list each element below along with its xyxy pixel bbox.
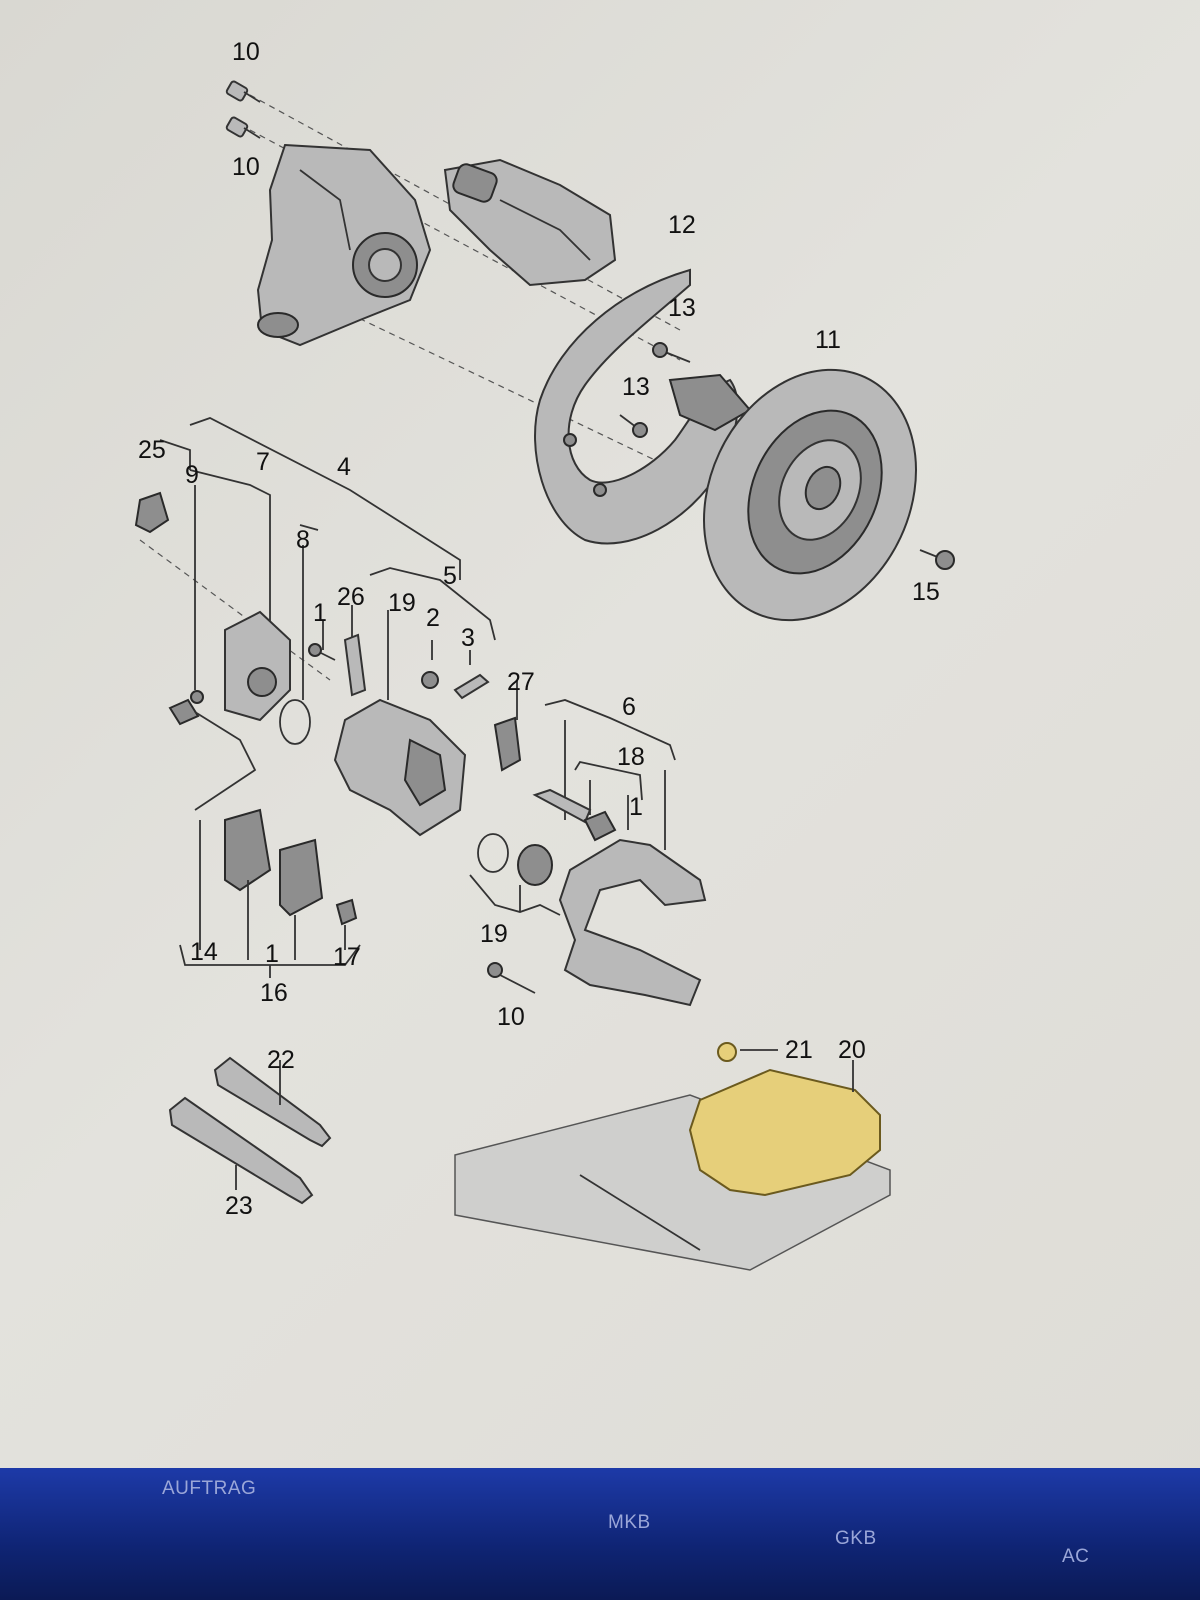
callout-9: 9	[185, 461, 199, 489]
grease-tubes	[168, 1056, 332, 1205]
callout-12: 12	[668, 211, 696, 239]
bolt-10-bottom	[487, 962, 536, 994]
callout-5: 5	[443, 562, 457, 590]
seals-19	[469, 833, 561, 916]
caliper-carrier	[558, 838, 707, 1007]
brake-caliper	[333, 698, 467, 837]
callout-1: 1	[265, 940, 279, 968]
callout-1: 1	[629, 793, 643, 821]
brake-pads	[224, 808, 324, 917]
callout-22: 22	[267, 1046, 295, 1074]
callout-10: 10	[497, 1003, 525, 1031]
callout-labels: 10 10 12 13 13 11 25 9 7 4 8 15 5 1 26 1…	[138, 38, 940, 1220]
callout-26: 26	[337, 583, 365, 611]
tab-auftrag[interactable]: AUFTRAG	[162, 1478, 257, 1499]
callout-6: 6	[622, 693, 636, 721]
callout-18: 18	[617, 743, 645, 771]
callout-27: 27	[507, 668, 535, 696]
callout-2: 2	[426, 604, 440, 632]
wear-sensor-cable	[168, 698, 257, 811]
callout-17: 17	[333, 943, 361, 971]
callout-19: 19	[480, 920, 508, 948]
tab-ac[interactable]: AC	[1062, 1546, 1090, 1567]
wheel-carrier	[256, 143, 432, 347]
clip-17	[335, 898, 358, 926]
callout-25: 25	[138, 436, 166, 464]
cap-25	[134, 491, 170, 534]
callout-20: 20	[838, 1036, 866, 1064]
actuator-7	[224, 610, 291, 722]
brake-disc	[703, 368, 917, 622]
screw-15	[919, 549, 955, 570]
callout-19: 19	[388, 589, 416, 617]
bolt-10-top	[225, 80, 261, 139]
bracket-lines-5	[322, 567, 496, 700]
callout-4: 4	[337, 453, 351, 481]
callout-21: 21	[785, 1036, 813, 1064]
small-parts-upper	[308, 633, 490, 700]
callout-10: 10	[232, 153, 260, 181]
seal-ring-8	[279, 545, 311, 745]
callout-23: 23	[225, 1192, 253, 1220]
exploded-parts-diagram: 10 10 12 13 13 11 25 9 7 4 8 15 5 1 26 1…	[134, 38, 955, 1271]
callout-7: 7	[256, 448, 270, 476]
guide-pins	[532, 699, 676, 850]
tab-mkb[interactable]: MKB	[608, 1512, 651, 1533]
callout-10: 10	[232, 38, 260, 66]
callout-13: 13	[668, 294, 696, 322]
bottom-navigation-bar: AUFTRAG MKB GKB AC	[0, 1468, 1200, 1600]
callout-13: 13	[622, 373, 650, 401]
callout-3: 3	[461, 624, 475, 652]
callout-1: 1	[313, 599, 327, 627]
parking-brake-motor-top	[443, 158, 617, 287]
tab-gkb[interactable]: GKB	[835, 1528, 877, 1549]
bracket-lines-16	[179, 820, 361, 978]
pin-9	[190, 690, 204, 704]
bracket-lines-upper	[159, 417, 461, 690]
callout-11: 11	[815, 326, 841, 354]
callout-16: 16	[260, 979, 288, 1007]
control-unit-20	[454, 1042, 891, 1271]
callout-14: 14	[190, 938, 218, 966]
callout-8: 8	[296, 526, 310, 554]
callout-15: 15	[912, 578, 940, 606]
brake-shield	[534, 268, 752, 545]
sensor-27	[493, 680, 522, 772]
bolt-13	[619, 342, 691, 438]
